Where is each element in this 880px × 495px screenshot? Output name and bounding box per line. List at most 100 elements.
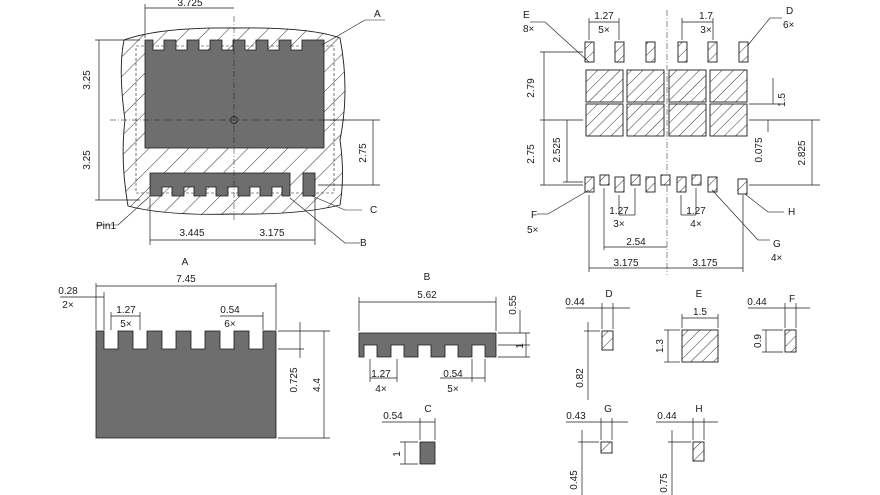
- detail-f-height: 0.9: [753, 334, 764, 348]
- detail-g-title: G: [604, 404, 612, 415]
- detail-d: D 0.44 0.82: [565, 289, 630, 400]
- pad-f: [707, 176, 718, 193]
- dim-top: 3.725: [177, 0, 202, 9]
- dim-pitch-top-right: 1.7: [699, 11, 713, 22]
- pad-d: [677, 41, 688, 63]
- detail-d-title: D: [605, 289, 612, 300]
- detail-d-height: 0.82: [575, 368, 586, 388]
- dim-bottom-left: 3.445: [179, 228, 204, 239]
- pad-g: [691, 174, 702, 186]
- callout-b: B: [360, 238, 367, 249]
- label-h: H: [788, 207, 795, 218]
- detail-e-width: 1.5: [693, 307, 707, 318]
- pad-d: [707, 41, 718, 63]
- detail-b-notch-depth: 0.55: [508, 295, 519, 315]
- pad-f: [614, 176, 625, 193]
- dim-bottom-right: 3.175: [259, 228, 284, 239]
- detail-d-width: 0.44: [565, 297, 585, 308]
- pad-e: [626, 103, 665, 137]
- land-pattern-view: 1.27 5× 1.7 3× E 8× D 6× 2.79 2.75 2.525…: [523, 6, 820, 275]
- pad-c: [302, 172, 316, 197]
- detail-b-pitch: 1.27: [371, 369, 391, 380]
- label-e: E: [523, 10, 530, 21]
- label-f: F: [531, 210, 537, 221]
- detail-g-width: 0.43: [566, 411, 586, 422]
- center-mark: [230, 116, 238, 124]
- detail-c: C 0.54 1: [382, 404, 436, 465]
- detail-f-pad: [784, 329, 797, 353]
- dim-15: 1.5: [777, 93, 788, 107]
- pad-e: [626, 69, 665, 103]
- label-d: D: [786, 6, 793, 17]
- dim-3175-left: 3.175: [613, 258, 638, 269]
- dim-pitch-top-left: 1.27: [594, 11, 614, 22]
- body-dashed-outline: [135, 45, 335, 194]
- detail-b-height: 1: [515, 343, 526, 349]
- pad-g: [599, 174, 610, 186]
- detail-b-title: B: [424, 272, 431, 283]
- pad-e: [668, 103, 707, 137]
- detail-a: A 7.45 0.28 2× 1.27 5× 0.54 6× 0.725 4.4: [58, 257, 330, 439]
- pad-d: [614, 41, 625, 63]
- detail-h: H 0.44 0.75: [656, 404, 718, 495]
- detail-h-width: 0.44: [657, 411, 677, 422]
- detail-b-pad: [358, 332, 497, 358]
- detail-c-pad: [419, 441, 436, 465]
- dim-right: 2.75: [358, 143, 369, 163]
- pad-f: [676, 176, 687, 193]
- count-e: 8×: [523, 24, 535, 35]
- detail-f-title: F: [789, 294, 795, 305]
- dim-pitch-bottom-right: 1.27: [686, 206, 706, 217]
- detail-a-height: 4.4: [312, 378, 323, 392]
- dim-0075: 0.075: [754, 137, 765, 162]
- pad-d: [584, 41, 595, 63]
- dim-3175-right: 3.175: [692, 258, 717, 269]
- detail-b-notch-count: 5×: [447, 384, 459, 395]
- dim-pitch-top-right-count: 3×: [700, 25, 712, 36]
- count-f: 5×: [527, 225, 539, 236]
- pad-d: [738, 41, 749, 63]
- detail-g-height: 0.45: [569, 470, 580, 490]
- callout-pin1: Pin1: [96, 221, 116, 232]
- dim-254: 2.54: [626, 237, 646, 248]
- detail-e-title: E: [696, 289, 703, 300]
- dim-left-lower: 3.25: [82, 150, 93, 170]
- dim-2525: 2.525: [552, 137, 563, 162]
- detail-b-width: 5.62: [417, 290, 437, 301]
- detail-g-pad: [600, 441, 613, 454]
- detail-a-pitch: 1.27: [116, 305, 136, 316]
- detail-e: E 1.5 1.3: [655, 289, 719, 363]
- detail-a-pitch-count: 5×: [120, 319, 132, 330]
- detail-d-pad: [601, 330, 614, 351]
- dim-pitch-top-left-count: 5×: [598, 25, 610, 36]
- pad-f: [584, 176, 595, 193]
- dim-pitch-bottom-right-count: 4×: [690, 219, 702, 230]
- detail-a-offset: 0.28: [58, 286, 78, 297]
- detail-f: F 0.44 0.9: [747, 294, 810, 353]
- main-view: 3.725 3.25 3.25 2.75 3.445 3.175 A C B P…: [82, 0, 385, 249]
- pad-e: [585, 103, 624, 137]
- detail-c-height: 1: [392, 451, 403, 457]
- detail-h-height: 0.75: [659, 473, 670, 493]
- count-d: 6×: [783, 20, 795, 31]
- detail-c-width: 0.54: [383, 411, 403, 422]
- dim-279: 2.79: [526, 78, 537, 98]
- dim-275: 2.75: [526, 144, 537, 164]
- detail-a-title: A: [182, 257, 189, 268]
- detail-e-pad: [681, 329, 719, 363]
- pad-e: [709, 103, 748, 137]
- pad-b: [149, 172, 291, 197]
- pad-d: [645, 41, 656, 63]
- dim-pitch-bottom-left-count: 3×: [613, 219, 625, 230]
- detail-b-pitch-count: 4×: [375, 384, 387, 395]
- detail-a-notch-count: 6×: [224, 319, 236, 330]
- count-g: 4×: [771, 253, 783, 264]
- pad-a: [144, 39, 325, 149]
- callout-c: C: [370, 205, 377, 216]
- detail-b: B 5.62 0.55 1 1.27 4× 0.54 5×: [358, 272, 530, 395]
- detail-f-width: 0.44: [747, 297, 767, 308]
- detail-h-pad: [692, 441, 705, 462]
- detail-a-notch-depth: 0.725: [289, 367, 300, 392]
- label-g: G: [773, 239, 781, 250]
